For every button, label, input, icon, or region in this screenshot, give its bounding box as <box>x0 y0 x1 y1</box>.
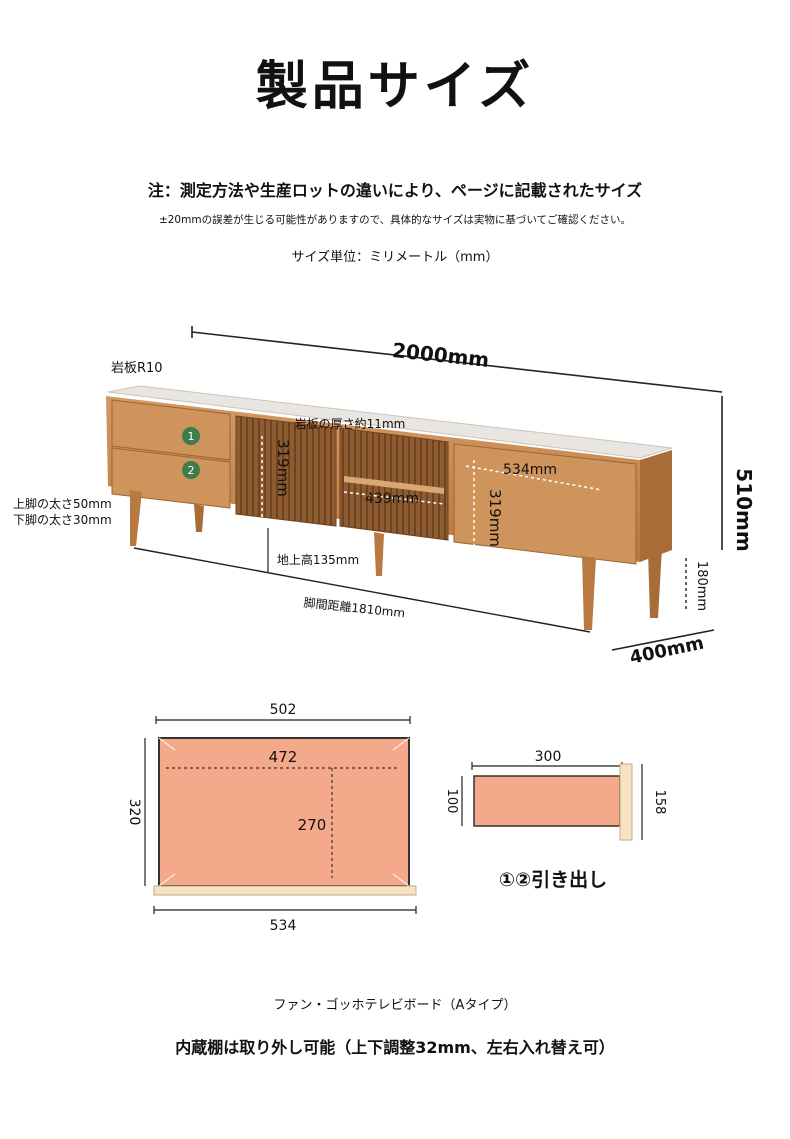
drawer-front-panel <box>153 885 417 896</box>
leg-front-left <box>130 490 142 546</box>
cabinet-side <box>640 450 672 562</box>
leg-middle <box>374 532 384 576</box>
stone-thickness-label: 岩板の厚さ約11mm <box>295 416 406 431</box>
drawer-diagrams: 502 472 270 320 534 300 100 158 ①②引き出し <box>126 702 667 934</box>
right-compartment-height: 319mm <box>486 489 504 547</box>
drawer-top-view <box>158 737 410 887</box>
width-dim-line <box>191 331 723 393</box>
leg-back-right <box>648 548 662 618</box>
side-inner-height-label: 100 <box>444 789 459 814</box>
right-door <box>453 443 637 565</box>
leg-spacing-label: 脚間距離1810mm <box>303 595 406 621</box>
shelf-width: 439mm <box>365 491 419 507</box>
inner-width-label: 472 <box>269 748 298 766</box>
stone-radius-label: 岩板R10 <box>111 361 163 376</box>
tolerance-note: ±20mmの誤差が生じる可能性がありますので、具体的なサイズは実物に基づいてご確… <box>158 214 632 226</box>
leg-front-right <box>582 556 596 630</box>
drawer-side-view <box>473 775 621 827</box>
leg-back-left <box>194 504 204 532</box>
page-title: 製品サイズ <box>255 57 535 117</box>
drawer-1 <box>111 399 231 461</box>
side-length-label: 300 <box>535 749 562 765</box>
drawer-depth-label: 320 <box>126 799 142 826</box>
inner-shelf <box>344 476 444 494</box>
product-name: ファン・ゴッホテレビボード（Aタイプ） <box>273 998 517 1013</box>
glass-door-height: 319mm <box>274 439 292 497</box>
drawer-side-front <box>619 763 633 841</box>
stone-top <box>107 385 673 459</box>
inner-depth-label: 270 <box>298 816 327 834</box>
drawer-1-badge <box>182 427 200 445</box>
tv-board-diagram: 2000mm 510mm 400mm 1 2 319mm 439mm 534mm… <box>106 326 756 669</box>
depth-dim-line <box>611 629 715 651</box>
height-label: 510mm <box>732 468 756 551</box>
front-width-label: 534 <box>270 918 297 934</box>
width-label: 2000mm <box>391 338 490 372</box>
svg-text:1: 1 <box>188 430 195 443</box>
side-front-height-label: 158 <box>652 790 667 815</box>
ground-clearance-label: 地上高135mm <box>277 552 359 567</box>
leg-thickness-label: 上脚の太さ50mm 下脚の太さ30mm <box>13 497 112 527</box>
measurement-note: 注：測定方法や生産ロットの違いにより、ページに記載されたサイズ <box>147 181 643 200</box>
shelf-note: 内蔵棚は取り外し可能（上下調整32mm、左右入れ替え可） <box>175 1038 615 1057</box>
unit-note: サイズ単位：ミリメートル（mm） <box>291 250 499 265</box>
drawer-caption: ①②引き出し <box>499 868 607 891</box>
drawer-2-badge <box>182 461 200 479</box>
glass-door-left <box>235 415 337 527</box>
outer-width-label: 502 <box>270 702 297 718</box>
depth-label: 400mm <box>628 633 706 669</box>
leg-height-label: 180mm <box>694 561 709 611</box>
leg-spacing-line <box>133 547 591 633</box>
svg-text:2: 2 <box>188 464 195 477</box>
right-compartment-width: 534mm <box>503 462 557 478</box>
